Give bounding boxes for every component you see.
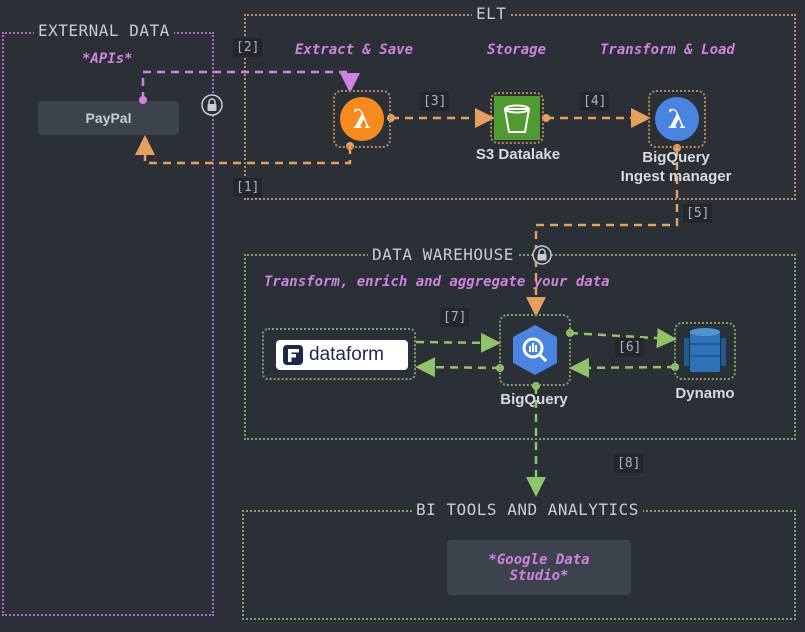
external-data-title: EXTERNAL DATA: [34, 21, 174, 40]
step-label-4: [4]: [580, 92, 610, 111]
warehouse-subtitle: Transform, enrich and aggregate your dat…: [264, 274, 610, 290]
elt-title: ELT: [472, 4, 511, 23]
gds-label-line2: Studio*: [509, 567, 569, 584]
dynamo-label: Dynamo: [675, 385, 735, 402]
bigquery-label: BigQuery: [500, 391, 568, 408]
s3-bucket-icon: [494, 96, 540, 140]
step-label-7: [7]: [440, 308, 470, 327]
google-data-studio-button[interactable]: *Google Data Studio*: [447, 540, 631, 595]
bq-ingest-label-line1: BigQuery: [642, 149, 710, 166]
dataform-label: dataform: [309, 344, 384, 365]
gds-label-line1: *Google Data: [488, 551, 590, 568]
lambda-icon: λ: [340, 97, 384, 141]
dynamodb-icon: [684, 328, 726, 372]
s3-datalake-node[interactable]: [490, 92, 544, 144]
bi-tools-title: BI TOOLS AND ANALYTICS: [412, 500, 643, 519]
storage-label: Storage: [487, 42, 547, 58]
paypal-button[interactable]: PayPal: [38, 101, 179, 135]
step-label-8: [8]: [614, 454, 644, 473]
lock-icon: [201, 94, 223, 116]
bigquery-node[interactable]: [499, 314, 571, 386]
paypal-label: PayPal: [85, 110, 132, 126]
dataform-node[interactable]: dataform: [262, 328, 416, 380]
extract-save-label: Extract & Save: [295, 42, 414, 58]
bq-ingest-label-line2: Ingest manager: [620, 168, 732, 185]
data-warehouse-group: [244, 254, 796, 440]
step-label-3: [3]: [420, 92, 450, 111]
step-label-2: [2]: [233, 38, 263, 57]
transform-load-label: Transform & Load: [600, 42, 735, 58]
step-label-1: [1]: [233, 178, 263, 197]
s3-datalake-label: S3 Datalake: [475, 146, 561, 163]
bigquery-icon: [513, 325, 557, 375]
lambda-extract-node[interactable]: λ: [333, 90, 391, 148]
elt-group: [244, 14, 796, 200]
dataform-logo-icon: [283, 345, 303, 365]
lambda-icon: λ: [655, 97, 699, 141]
step-label-6: [6]: [615, 338, 645, 357]
bq-ingest-node[interactable]: λ: [648, 90, 706, 148]
data-warehouse-title: DATA WAREHOUSE: [368, 245, 518, 264]
lock-icon: [532, 245, 552, 265]
svg-text:λ: λ: [668, 105, 686, 135]
step-label-5: [5]: [683, 204, 713, 223]
apis-label: *APIs*: [82, 51, 133, 67]
svg-text:λ: λ: [353, 105, 371, 135]
dynamo-node[interactable]: [674, 322, 736, 380]
